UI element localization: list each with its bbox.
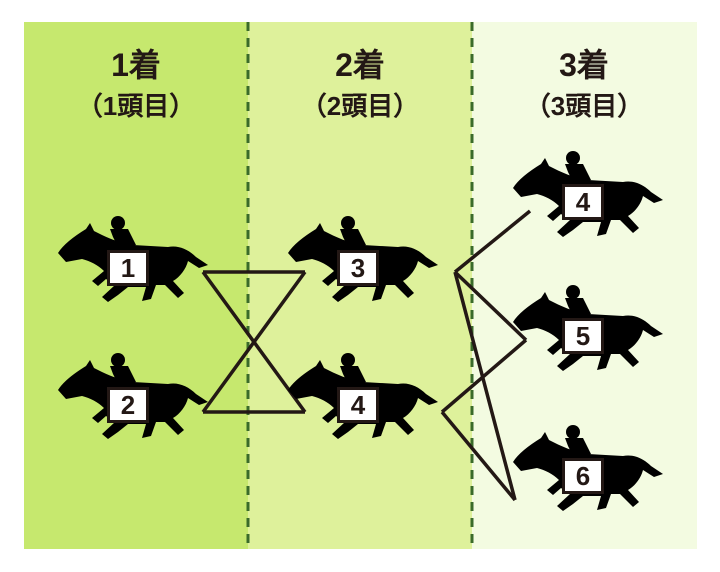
horse-number-box: 2 [107,387,149,423]
subheader-1st: （1頭目） [76,91,196,121]
horse-number-box: 4 [337,387,379,423]
horse-number-box: 5 [562,318,604,354]
header-1st: 1着 [111,47,161,83]
header-3rd: 3着 [559,47,609,83]
connector-lines [201,209,532,502]
subheader-3rd: （3頭目） [524,91,644,121]
header-2nd: 2着 [335,47,385,83]
horse-number-box: 3 [337,250,379,286]
subheader-2nd: （2頭目） [300,91,420,121]
horse-number-box: 4 [562,184,604,220]
horse-number-box: 6 [562,458,604,494]
horse-number-box: 1 [107,250,149,286]
